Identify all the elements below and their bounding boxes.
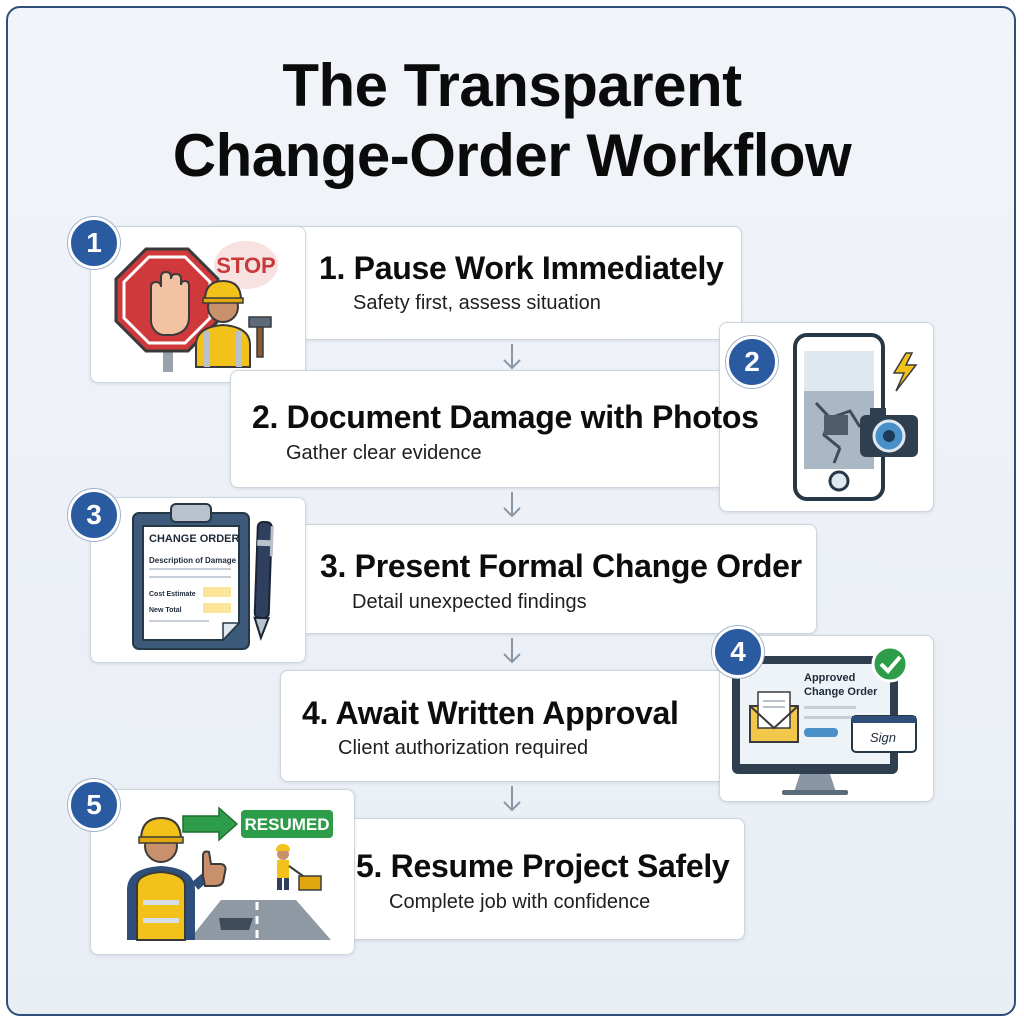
resumed-label: RESUMED [244,815,329,834]
clipboard-pen-icon: CHANGE ORDER Description of Damage Cost … [132,503,274,650]
stop-sign-worker-icon: STOP [114,241,278,372]
step-1-image-card: STOP [90,226,306,383]
step-1-badge: 1 [68,217,120,269]
step-3-badge: 3 [68,489,120,541]
step-5-description: Complete job with confidence [389,891,651,913]
step-4-description: Client authorization required [338,737,589,759]
step-2-card [230,370,790,488]
step-5-badge: 5 [68,779,120,831]
worker-thumbs-up-icon: RESUMED [127,806,333,941]
change-order-heading: CHANGE ORDER [149,533,240,545]
step-2-title: 2. Document Damage with Photos [252,399,759,435]
stop-label: STOP [216,253,276,278]
step-4-card [280,670,788,782]
approved-label-line-1: Approved [804,672,855,684]
phone-camera-icon [793,333,918,501]
step-1-description: Safety first, assess situation [353,292,601,314]
step-2-badge: 2 [726,336,778,388]
step-2-description: Gather clear evidence [286,442,482,464]
arrow-down-icon [503,638,521,664]
arrow-down-icon [503,344,521,370]
step-3-title: 3. Present Formal Change Order [320,548,802,584]
step-3-description: Detail unexpected findings [352,591,587,613]
step-3-card [205,524,817,634]
step-5-title: 5. Resume Project Safely [356,848,730,884]
monitor-approval-icon: Approved Change Order Sign [732,645,917,795]
step-4-title: 4. Await Written Approval [302,695,679,731]
arrow-down-icon [503,492,521,518]
step-3-image-card: CHANGE ORDER Description of Damage Cost … [90,497,306,663]
arrow-down-icon [503,786,521,812]
step-5-image-card: RESUMED [90,789,355,955]
signature-text: Sign [870,730,896,745]
change-order-line-1: Description of Damage [149,556,237,565]
change-order-line-2: Cost Estimate [149,591,196,598]
approved-label-line-2: Change Order [804,686,878,698]
step-1-title: 1. Pause Work Immediately [319,250,724,286]
diagram-title-line-1: The Transparent [282,52,742,119]
change-order-line-3: New Total [149,607,182,614]
step-4-badge: 4 [712,626,764,678]
diagram-title-line-2: Change-Order Workflow [172,122,852,189]
